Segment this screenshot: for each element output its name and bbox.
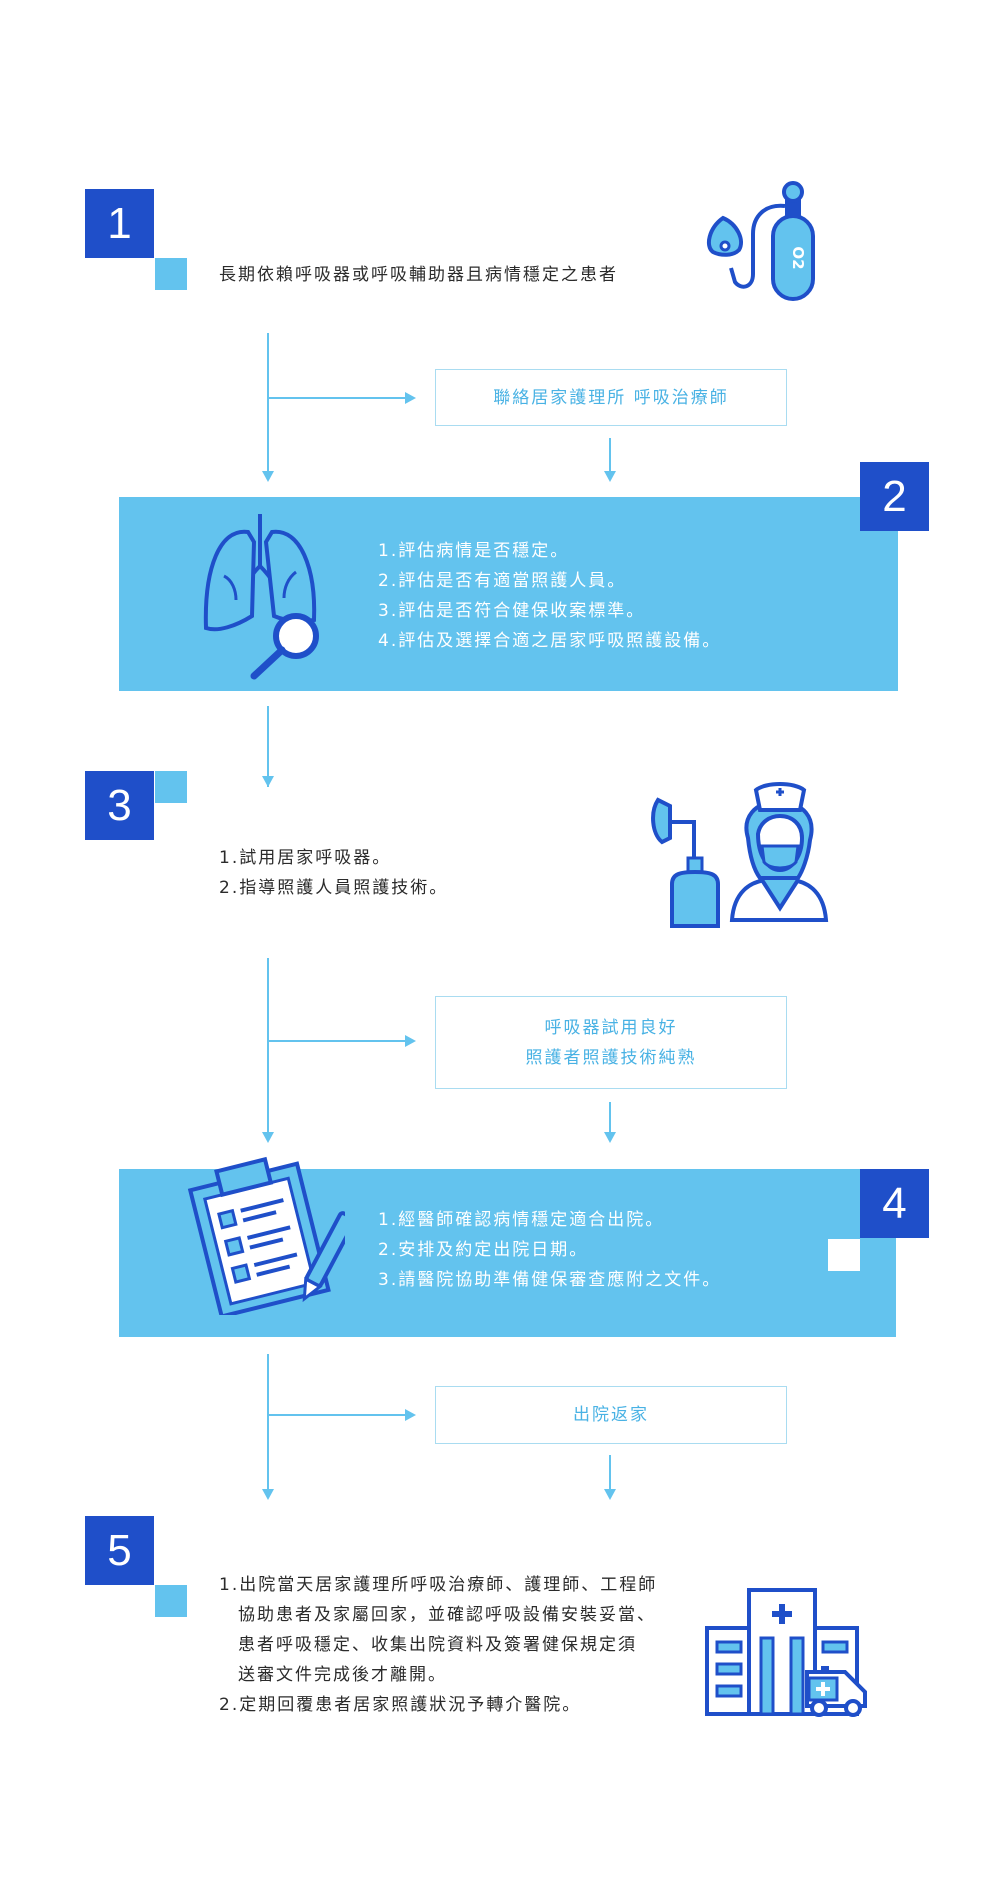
step-3-line-1: 1.試用居家呼吸器。 bbox=[219, 848, 392, 868]
outcome-1-line-1: 聯絡居家護理所 呼吸治療師 bbox=[493, 387, 729, 408]
step-5-text: 1.出院當天居家護理所呼吸治療師、護理師、工程師 協助患者及家屬回家，並確認呼吸… bbox=[219, 1570, 657, 1720]
outcome-3-arrow-down bbox=[604, 1489, 616, 1500]
outcome-3-line-down bbox=[609, 1455, 611, 1489]
connector-2-arrow-down bbox=[262, 776, 274, 787]
step-5-accent-square bbox=[155, 1585, 187, 1617]
step-3-line-2: 2.指導照護人員照護技術。 bbox=[219, 878, 449, 898]
nurse-ventilator-icon bbox=[651, 782, 829, 928]
connector-1-branch-line bbox=[267, 397, 405, 399]
clipboard-pen-icon bbox=[187, 1156, 345, 1315]
step-3-number: 3 bbox=[85, 771, 154, 840]
outcome-1-line-down bbox=[609, 438, 611, 471]
connector-1-main-line bbox=[267, 333, 269, 471]
step-4-line-2: 2.安排及約定出院日期。 bbox=[378, 1240, 589, 1260]
connector-3-arrow-right bbox=[405, 1035, 416, 1047]
connector-1-arrow-right bbox=[405, 392, 416, 404]
step-1-number: 1 bbox=[85, 189, 154, 258]
connector-4-branch-line bbox=[267, 1414, 405, 1416]
step-4-text: 1.經醫師確認病情穩定適合出院。 2.安排及約定出院日期。 3.請醫院協助準備健… bbox=[378, 1205, 721, 1295]
connector-2-line bbox=[267, 706, 269, 787]
outcome-2-line-2: 照護者照護技術純熟 bbox=[525, 1047, 697, 1068]
step-5-line-5: 2.定期回覆患者居家照護狀況予轉介醫院。 bbox=[219, 1695, 582, 1715]
lungs-magnifier-icon bbox=[203, 514, 319, 680]
step-5-line-4: 送審文件完成後才離開。 bbox=[238, 1665, 447, 1685]
outcome-2-arrow-down bbox=[604, 1132, 616, 1143]
step-2-number: 2 bbox=[860, 462, 929, 531]
connector-1-arrow-down bbox=[262, 471, 274, 482]
step-3-text: 1.試用居家呼吸器。 2.指導照護人員照護技術。 bbox=[219, 843, 448, 903]
outcome-1-box: 聯絡居家護理所 呼吸治療師 bbox=[435, 369, 787, 426]
outcome-2-line-down bbox=[609, 1102, 611, 1132]
outcome-2-line-1: 呼吸器試用良好 bbox=[544, 1017, 678, 1038]
connector-3-branch-line bbox=[267, 1040, 405, 1042]
step-2-line-1: 1.評估病情是否穩定。 bbox=[378, 541, 570, 561]
step-1-line-1: 長期依賴呼吸器或呼吸輔助器且病情穩定之患者 bbox=[219, 265, 618, 285]
step-5-line-1: 1.出院當天居家護理所呼吸治療師、護理師、工程師 bbox=[219, 1575, 658, 1595]
connector-4-arrow-down bbox=[262, 1489, 274, 1500]
step-5-line-3: 患者呼吸穩定、收集出院資料及簽署健保規定須 bbox=[238, 1635, 637, 1655]
step-5-line-2: 協助患者及家屬回家，並確認呼吸設備安裝妥當、 bbox=[238, 1605, 656, 1625]
step-1-text: 長期依賴呼吸器或呼吸輔助器且病情穩定之患者 bbox=[219, 260, 618, 290]
step-2-line-3: 3.評估是否符合健保收案標準。 bbox=[378, 601, 646, 621]
step-2-text: 1.評估病情是否穩定。 2.評估是否有適當照護人員。 3.評估是否符合健保收案標… bbox=[378, 536, 721, 656]
outcome-3-box: 出院返家 bbox=[435, 1386, 787, 1444]
outcome-2-box: 呼吸器試用良好 照護者照護技術純熟 bbox=[435, 996, 787, 1089]
connector-3-arrow-down bbox=[262, 1132, 274, 1143]
oxygen-tank-icon: O2 bbox=[706, 181, 815, 301]
connector-4-arrow-right bbox=[405, 1409, 416, 1421]
step-5-number: 5 bbox=[85, 1516, 154, 1585]
outcome-3-line-1: 出院返家 bbox=[573, 1405, 649, 1425]
step-4-line-3: 3.請醫院協助準備健保審查應附之文件。 bbox=[378, 1270, 722, 1290]
step-2-line-2: 2.評估是否有適當照護人員。 bbox=[378, 571, 627, 591]
hospital-ambulance-icon bbox=[705, 1588, 867, 1717]
step-4-line-1: 1.經醫師確認病情穩定適合出院。 bbox=[378, 1210, 665, 1230]
step-2-line-4: 4.評估及選擇合適之居家呼吸照護設備。 bbox=[378, 631, 722, 651]
connector-4-main-line bbox=[267, 1354, 269, 1489]
connector-3-main-line bbox=[267, 958, 269, 1132]
step-1-accent-square bbox=[155, 258, 187, 290]
o2-label: O2 bbox=[789, 246, 807, 269]
outcome-1-arrow-down bbox=[604, 471, 616, 482]
step-4-number: 4 bbox=[860, 1169, 929, 1238]
step-4-accent-square bbox=[828, 1239, 860, 1271]
step-3-accent-square bbox=[155, 771, 187, 803]
